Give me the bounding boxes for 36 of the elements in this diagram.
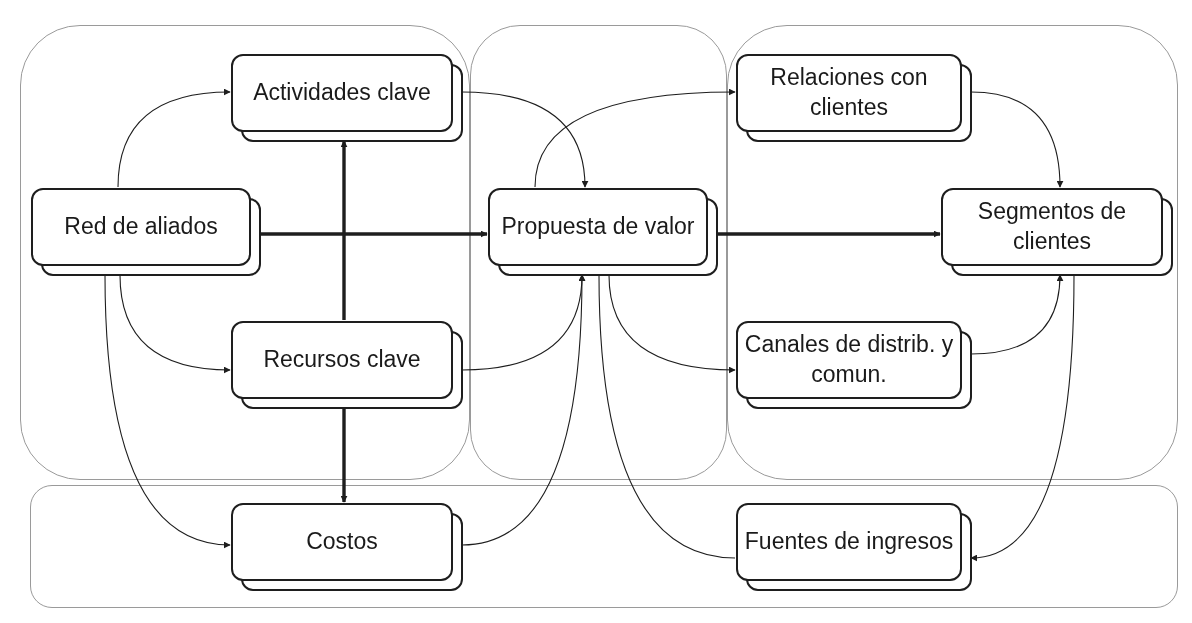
connector-arrow bbox=[970, 91, 1064, 188]
box-label: Relaciones con clientes bbox=[769, 63, 929, 122]
stacked-box bbox=[736, 54, 972, 142]
box-label: Recursos clave bbox=[262, 345, 422, 375]
stacked-box bbox=[231, 503, 463, 591]
stacked-box bbox=[231, 321, 463, 409]
box-label: Red de aliados bbox=[63, 212, 219, 242]
stacked-box bbox=[488, 188, 718, 276]
group-panel bbox=[470, 25, 727, 480]
stacked-box bbox=[231, 54, 463, 142]
connector-arrow bbox=[119, 274, 231, 374]
stacked-box bbox=[31, 188, 261, 276]
connector-arrow bbox=[340, 140, 348, 320]
box-label: Costos bbox=[305, 527, 379, 557]
connector-arrow bbox=[260, 230, 488, 238]
connector-arrow bbox=[461, 91, 589, 188]
connector-arrow bbox=[717, 230, 941, 238]
box-label: Canales de distrib. y comun. bbox=[743, 330, 955, 389]
group-panel bbox=[20, 25, 470, 480]
connector-arrow bbox=[608, 274, 736, 374]
connector-arrow bbox=[117, 88, 231, 188]
group-panel bbox=[30, 485, 1178, 608]
connector-arrow bbox=[461, 274, 586, 546]
stacked-box bbox=[736, 321, 972, 409]
stacked-box bbox=[736, 503, 972, 591]
connector-arrow bbox=[970, 274, 1064, 355]
connector-arrow bbox=[340, 408, 348, 503]
box-label: Segmentos de clientes bbox=[976, 197, 1128, 256]
connector-arrow bbox=[970, 274, 1075, 561]
group-panel bbox=[727, 25, 1178, 480]
connector-arrow bbox=[534, 88, 736, 188]
box-label: Fuentes de ingresos bbox=[743, 527, 955, 557]
box-label: Actividades clave bbox=[252, 78, 432, 108]
stacked-box bbox=[941, 188, 1173, 276]
connector-arrow bbox=[104, 274, 231, 548]
box-label: Propuesta de valor bbox=[500, 212, 696, 242]
